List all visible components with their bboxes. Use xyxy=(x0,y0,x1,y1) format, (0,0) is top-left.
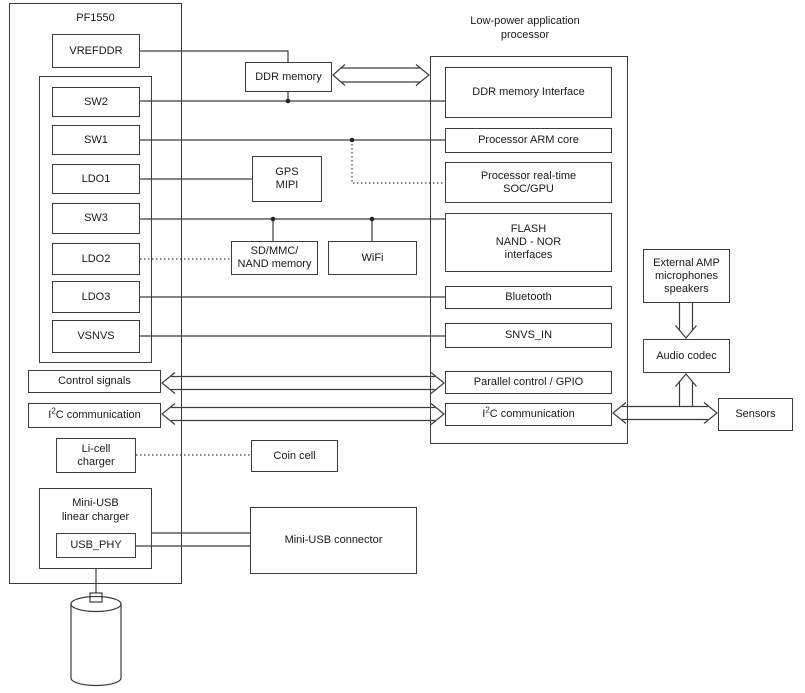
processor-arm-core-box: Processor ARM core xyxy=(445,128,612,153)
codec-up-arrow xyxy=(675,373,697,407)
bluetooth-box: Bluetooth xyxy=(445,286,612,309)
mini-usb-connector-box: Mini-USB connector xyxy=(250,507,417,574)
sw2-box: SW2 xyxy=(52,87,140,117)
soc-gpu-dotted-line xyxy=(351,140,445,184)
vrefddr-box: VREFDDR xyxy=(52,34,140,68)
processor-frame xyxy=(430,56,628,444)
ldo1-box: LDO1 xyxy=(52,164,140,194)
vsnvs-box: VSNVS xyxy=(52,320,140,353)
processor-soc-gpu-box: Processor real-time SOC/GPU xyxy=(445,162,612,203)
sd-mmc-nand-box: SD/MMC/ NAND memory xyxy=(231,241,318,275)
vrefddr-line xyxy=(140,50,289,62)
ddr-memory-box: DDR memory xyxy=(245,62,332,92)
ldo3-box: LDO3 xyxy=(52,281,140,313)
ddr-memory-interface-box: DDR memory Interface xyxy=(445,67,612,118)
usb-phy-box: USB_PHY xyxy=(56,533,136,558)
processor-title: Low-power application processor xyxy=(470,15,580,41)
snvs-in-box: SNVS_IN xyxy=(445,323,612,348)
control-signals-box: Control signals xyxy=(28,370,161,393)
i2c-sensors-arrow xyxy=(612,402,718,424)
regulator-group-frame xyxy=(39,76,152,363)
wifi-box: WiFi xyxy=(328,241,417,275)
sensors-box: Sensors xyxy=(718,398,793,431)
battery-icon xyxy=(70,592,122,687)
i2c-communication-box-processor: I2C communication xyxy=(445,403,612,426)
flash-interfaces-box: FLASH NAND - NOR interfaces xyxy=(445,213,612,272)
parallel-control-gpio-box: Parallel control / GPIO xyxy=(445,371,612,394)
licell-charger-box: Li-cell charger xyxy=(56,438,136,473)
mini-usb-charger-label: Mini-USB linear charger xyxy=(61,497,130,523)
i2c-label: I2C communication xyxy=(48,406,141,421)
i2c-communication-arrow xyxy=(161,403,445,425)
gps-mipi-box: GPS MIPI xyxy=(252,156,322,202)
junction-dot xyxy=(369,216,375,222)
sw3-box: SW3 xyxy=(52,203,140,234)
junction-dot xyxy=(270,216,276,222)
external-amp-box: External AMP microphones speakers xyxy=(643,249,730,303)
pf1550-block xyxy=(9,3,182,584)
ldo2-box: LDO2 xyxy=(52,243,140,275)
pf1550-title: PF1550 xyxy=(76,12,115,24)
mini-usb-charger-frame xyxy=(39,488,152,569)
junction-dot xyxy=(349,137,355,143)
ddr-memory-arrow xyxy=(332,64,430,86)
amp-to-codec-arrow xyxy=(675,303,697,339)
coin-cell-box: Coin cell xyxy=(251,440,338,472)
i2c-label: I2C communication xyxy=(482,405,575,420)
junction-dot xyxy=(285,98,291,104)
audio-codec-box: Audio codec xyxy=(643,339,730,373)
junction-dots xyxy=(270,98,375,222)
control-signals-arrow xyxy=(161,372,445,394)
sw1-box: SW1 xyxy=(52,125,140,155)
i2c-communication-box-pmic: I2C communication xyxy=(28,403,161,428)
